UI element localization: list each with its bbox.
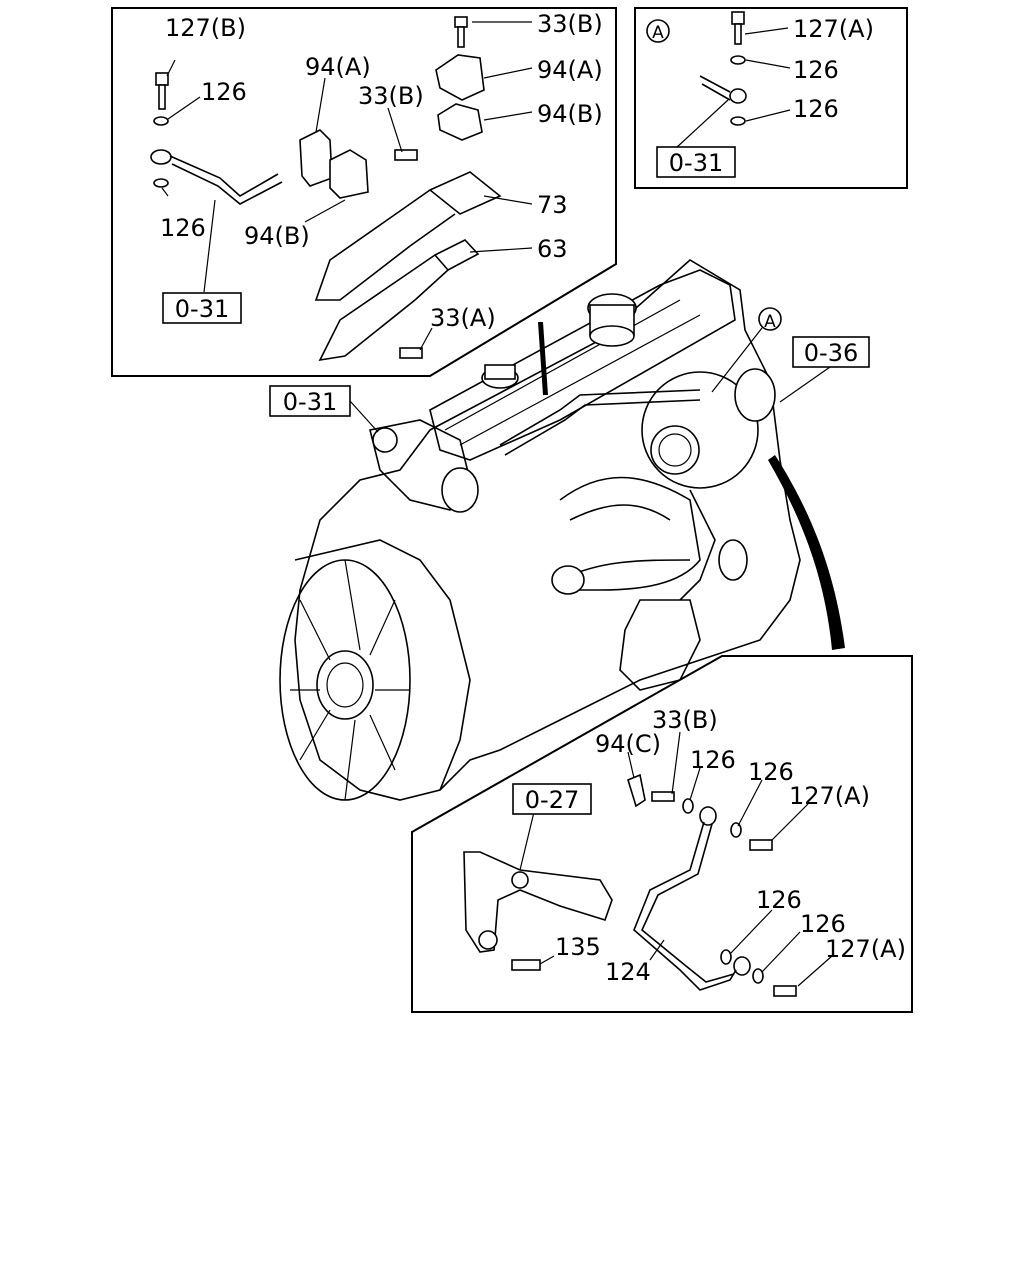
label-33a: 33(A) <box>430 304 496 332</box>
label-126-tr-b: 126 <box>793 95 839 123</box>
label-126-b1: 126 <box>690 746 736 774</box>
label-126-b3: 126 <box>756 886 802 914</box>
label-94a-right: 94(A) <box>537 56 603 84</box>
engine-main-view: A 0-36 0-31 <box>269 259 870 801</box>
label-126-b2: 126 <box>748 758 794 786</box>
ref-0-36: 0-36 <box>804 339 858 367</box>
label-73: 73 <box>537 191 568 219</box>
marker-a-circle <box>758 307 782 331</box>
ref-box-0-36 <box>792 336 870 368</box>
label-126-b4: 126 <box>800 910 846 938</box>
marker-a-text: A <box>764 312 776 332</box>
label-127b: 127(B) <box>165 14 246 42</box>
ref-box-0-31-tl <box>162 292 242 324</box>
detail-bottom: 33(B) 94(C) 126 126 127(A) 126 126 127(A… <box>411 655 913 1013</box>
label-127a-b1: 127(A) <box>789 782 870 810</box>
label-126-a: 126 <box>201 78 247 106</box>
label-126-tr-a: 126 <box>793 56 839 84</box>
label-94b-left: 94(B) <box>244 222 310 250</box>
ref-box-0-27 <box>512 783 592 815</box>
marker-a-detail: A <box>652 23 664 43</box>
ref-box-0-31 <box>269 385 351 417</box>
label-94b-right: 94(B) <box>537 100 603 128</box>
label-126-b: 126 <box>160 214 206 242</box>
label-127a-b2: 127(A) <box>825 935 906 963</box>
label-135: 135 <box>555 933 601 961</box>
detail-top-right: A 127(A) 126 126 0-31 <box>634 7 908 189</box>
label-33b-bottom: 33(B) <box>652 706 718 734</box>
label-63: 63 <box>537 235 568 263</box>
label-33b-mid: 33(B) <box>358 82 424 110</box>
label-127a-tr: 127(A) <box>793 15 874 43</box>
cooling-fan <box>279 539 471 801</box>
ref-0-31-tr: 0-31 <box>669 149 723 177</box>
ref-0-31-main: 0-31 <box>283 388 337 416</box>
detail-top-left: 127(B) 126 126 94(A) 33(B) 94(B) 33(B) 9… <box>111 7 617 377</box>
ref-0-31-tl: 0-31 <box>175 295 229 323</box>
label-33b-top: 33(B) <box>537 10 603 38</box>
label-94c: 94(C) <box>595 730 661 758</box>
ref-0-27: 0-27 <box>525 786 579 814</box>
ref-box-0-31-tr <box>656 146 736 178</box>
label-124: 124 <box>605 958 651 986</box>
label-94a-left: 94(A) <box>305 53 371 81</box>
